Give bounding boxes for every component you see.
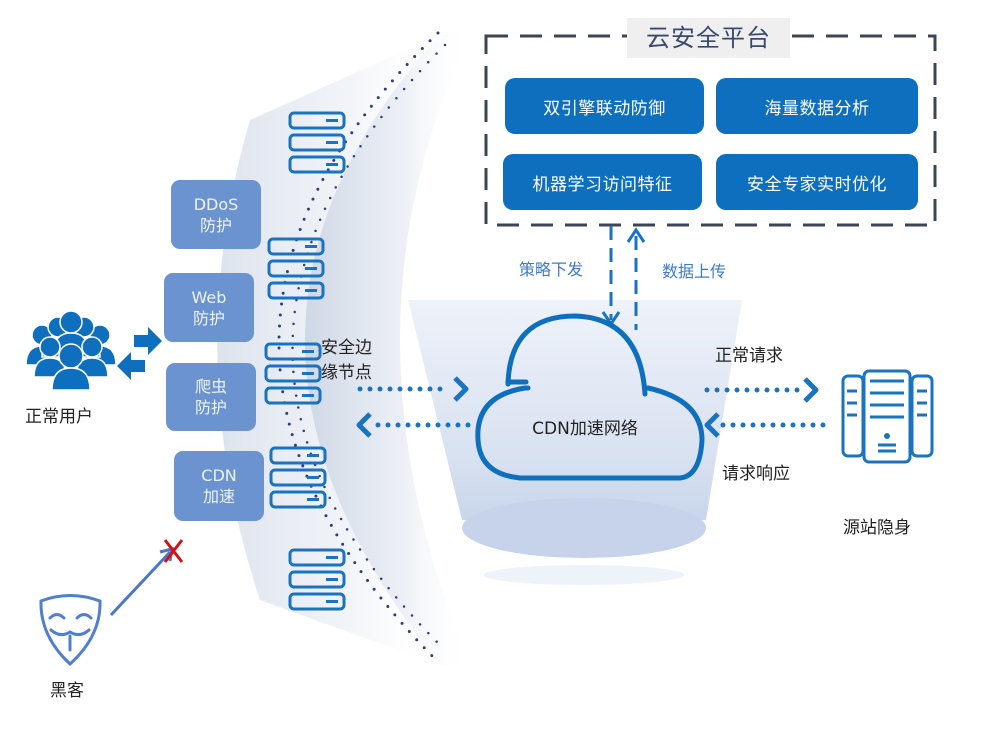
feature-machine-learning: 机器学习访问特征 [503, 154, 702, 210]
protection-line1: Web [191, 287, 227, 307]
cdn-network-label: CDN加速网络 [532, 419, 638, 439]
edge-node-line2: 缘节点 [321, 363, 372, 383]
arrow-left-icon [117, 352, 145, 380]
arrow-right-icon [803, 377, 819, 403]
users-icon [25, 310, 117, 391]
hacker-mask-icon [39, 594, 102, 667]
data-up-label: 数据上传 [662, 262, 727, 281]
arrow-left-icon [356, 412, 372, 438]
cdn-acceleration-box: CDN 加速 [174, 451, 264, 521]
protection-line2: 防护 [192, 308, 225, 328]
origin-server-icon [841, 369, 934, 464]
server-stack-icon [267, 237, 325, 300]
platform-title: 云安全平台 [627, 18, 790, 58]
crawler-protection-box: 爬虫 防护 [166, 363, 256, 431]
server-stack-icon [288, 548, 346, 611]
arrow-right-icon [134, 327, 162, 355]
protection-line2: 加速 [202, 487, 235, 506]
request-response-label: 请求响应 [722, 464, 790, 484]
dotted-arc-inner [291, 43, 447, 652]
edge-node-label: 安全边 缘节点 [321, 336, 372, 386]
feature-expert-optimization: 安全专家实时优化 [716, 154, 918, 210]
origin-hidden-label: 源站隐身 [843, 518, 911, 538]
protection-line1: 爬虫 [194, 377, 227, 396]
arrow-left-icon [704, 412, 720, 438]
web-protection-box: Web 防护 [164, 273, 254, 342]
policy-down-label: 策略下发 [519, 260, 584, 279]
cloud-icon [475, 313, 705, 481]
normal-request-label: 正常请求 [715, 346, 783, 366]
server-stack-icon [264, 342, 322, 405]
server-stack-icon [288, 111, 346, 174]
server-stack-icon [269, 446, 327, 509]
normal-users-label: 正常用户 [25, 407, 93, 427]
blocked-x-icon [163, 539, 184, 563]
arrow-right-icon [453, 376, 469, 402]
edge-node-line1: 安全边 [321, 338, 372, 358]
ddos-protection-box: DDoS 防护 [171, 180, 261, 249]
protection-line2: 防护 [194, 398, 227, 417]
protection-line1: CDN [201, 466, 237, 485]
protection-line2: 防护 [199, 215, 232, 235]
edge-shade [305, 35, 470, 665]
feature-big-data-analysis: 海量数据分析 [716, 78, 918, 134]
feature-dual-engine-defense: 双引擎联动防御 [505, 78, 704, 134]
hacker-label: 黑客 [50, 681, 84, 701]
arrow-up-icon [626, 227, 646, 243]
protection-line1: DDoS [193, 194, 239, 214]
